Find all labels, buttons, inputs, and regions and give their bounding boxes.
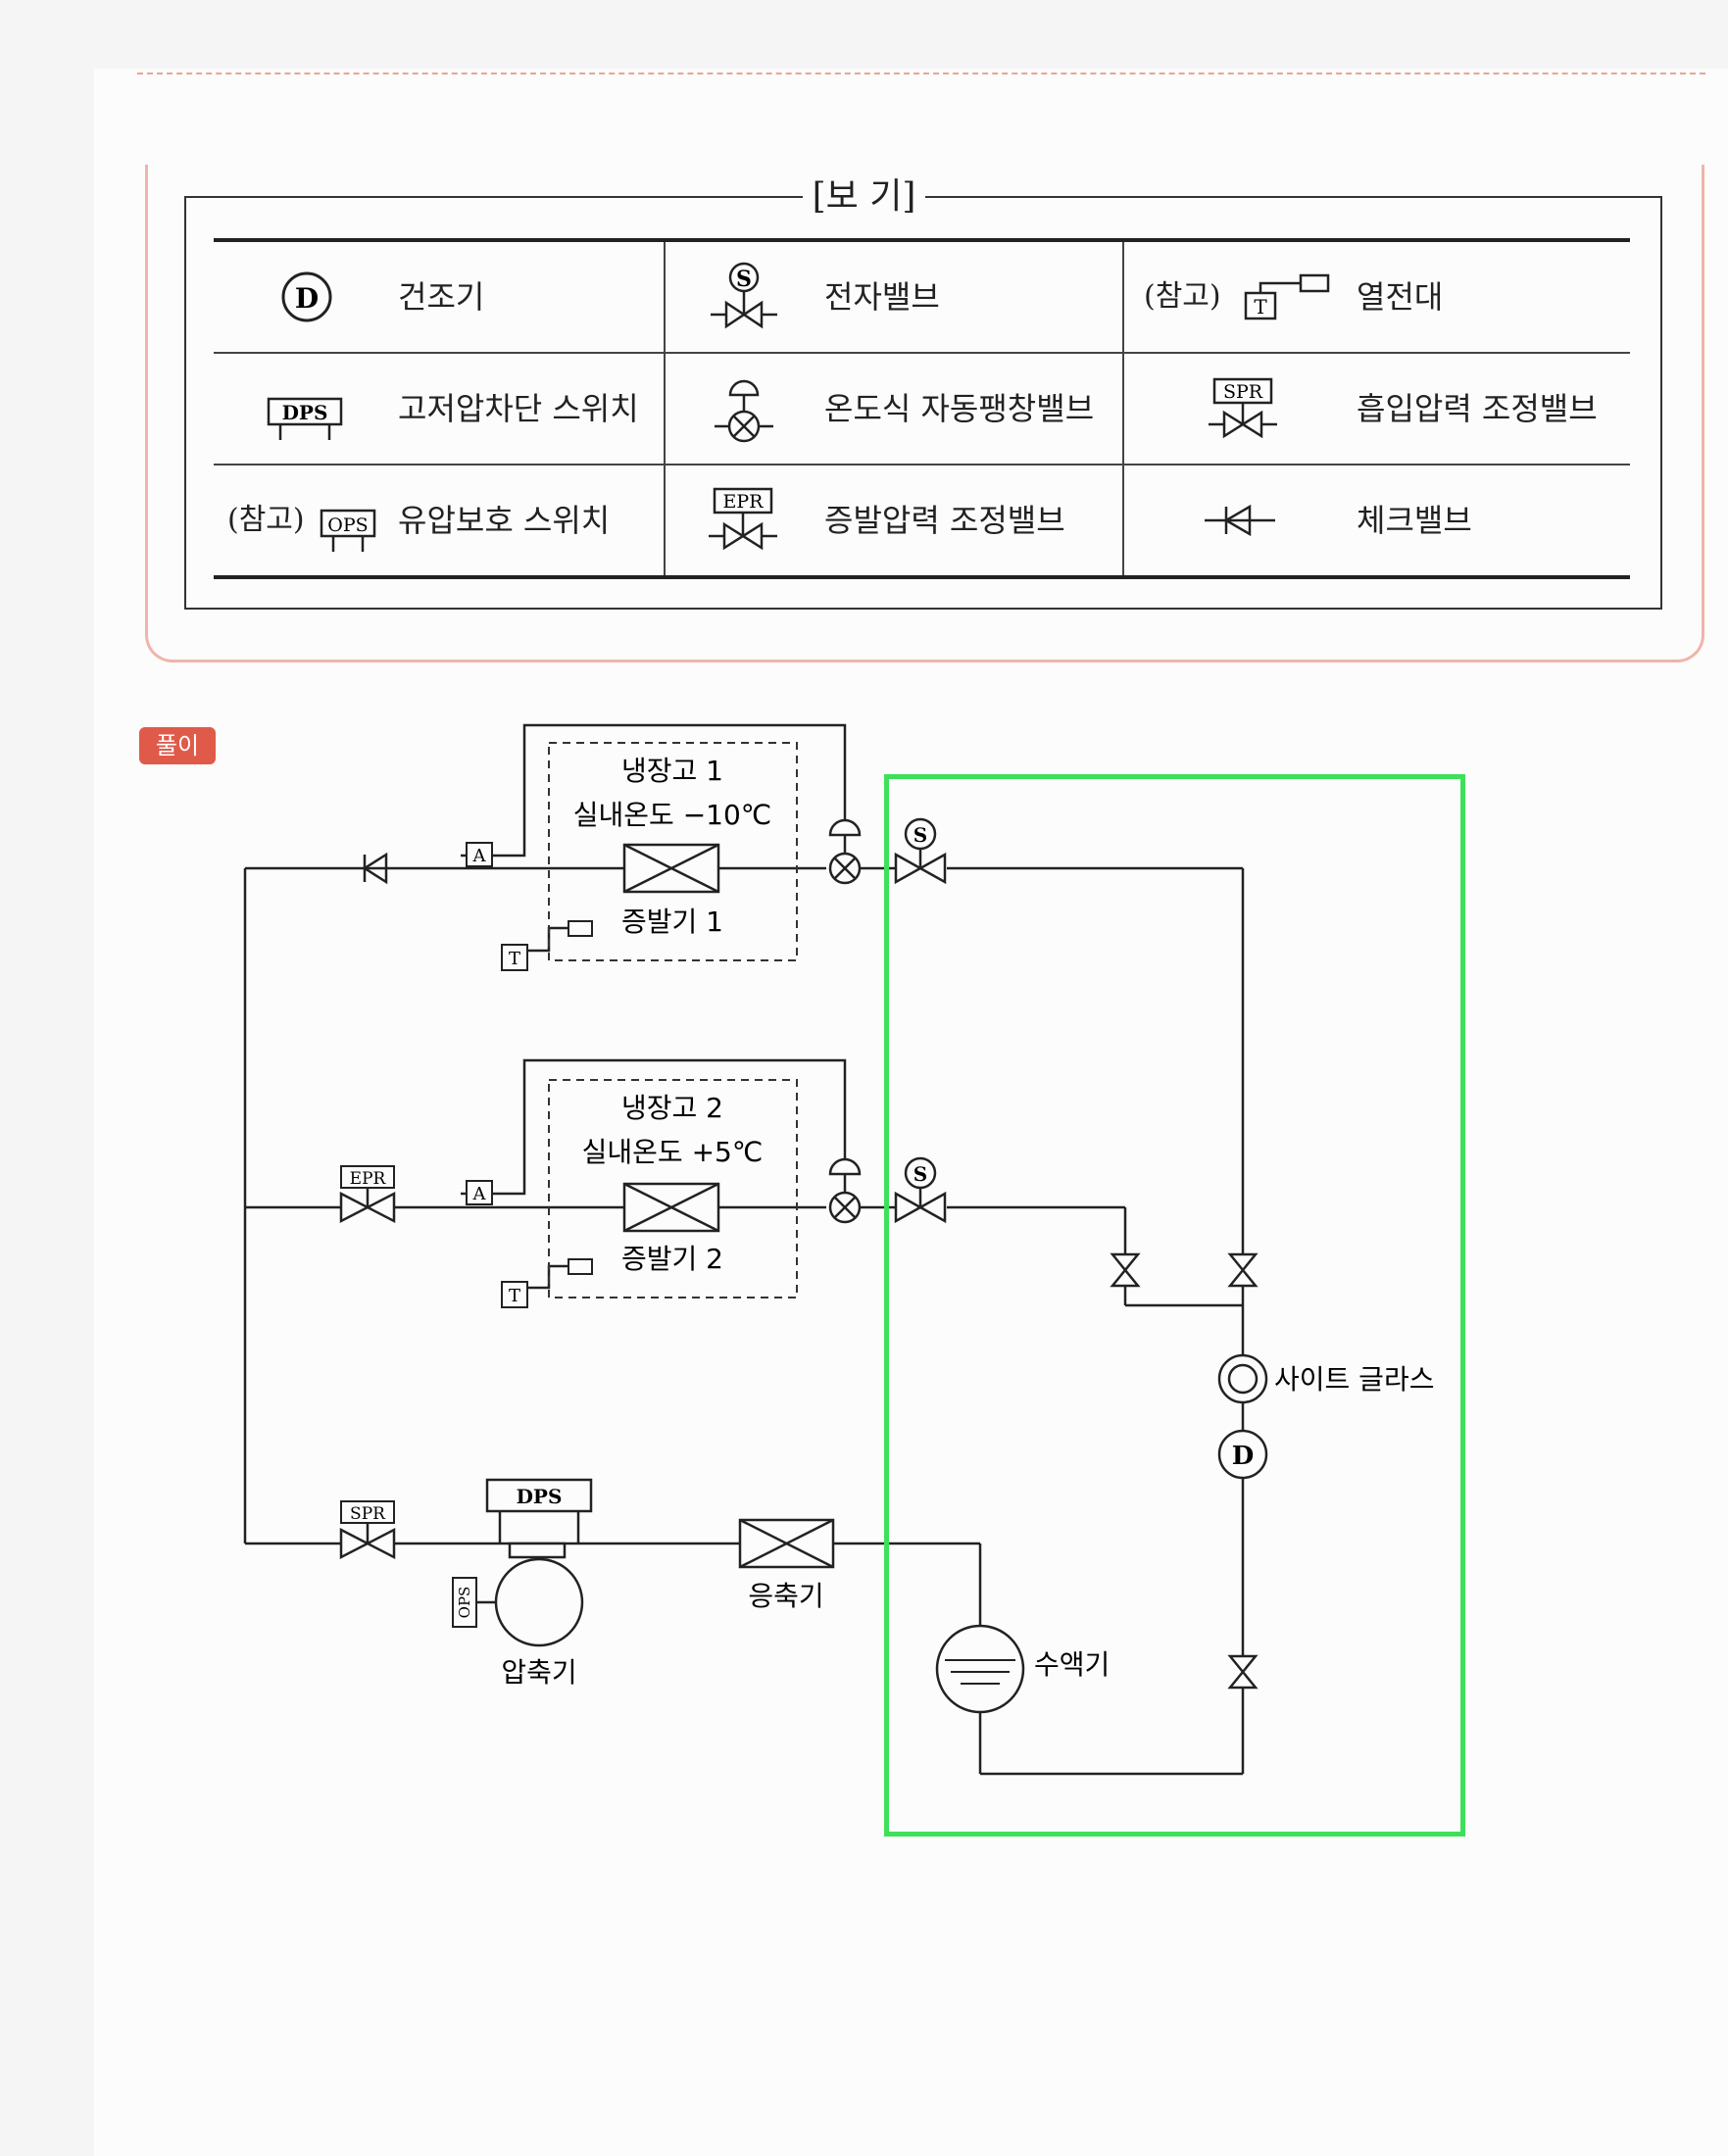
expansion-valve-icon bbox=[715, 379, 773, 443]
check-valve bbox=[362, 852, 388, 885]
evaporator-1 bbox=[622, 843, 720, 894]
legend-box bbox=[145, 165, 1704, 662]
piping-lines bbox=[243, 723, 1245, 1776]
hand-valve-icon bbox=[1110, 1252, 1141, 1288]
evaporator-1-label: 증발기 1 bbox=[621, 906, 723, 938]
legend-item-epr: EPR 증발압력 조정밸브 bbox=[666, 466, 1122, 575]
thermocouple-2: T bbox=[501, 1258, 593, 1308]
svg-text:S: S bbox=[736, 267, 752, 292]
highlight-box bbox=[884, 774, 1465, 1837]
solenoid-valve-icon: S bbox=[711, 262, 777, 329]
equalizer-tag-a1: A bbox=[466, 842, 493, 867]
fridge-2-name: 냉장고 2 bbox=[621, 1092, 723, 1124]
dryer: D bbox=[1217, 1429, 1268, 1480]
svg-text:D: D bbox=[1232, 1442, 1255, 1471]
spr-valve-icon: SPR bbox=[1209, 377, 1277, 439]
legend-ref: (참고) bbox=[1144, 279, 1221, 314]
legend-title: [보 기] bbox=[0, 174, 1728, 220]
dashed-divider bbox=[137, 73, 1705, 74]
ops-switch-icon: OPS bbox=[320, 509, 376, 552]
solenoid-valve-1: S bbox=[894, 817, 947, 885]
svg-text:OPS: OPS bbox=[456, 1587, 473, 1619]
hand-valves bbox=[1110, 1252, 1259, 1690]
svg-text:D: D bbox=[295, 282, 319, 315]
hand-valve-icon bbox=[1227, 1654, 1259, 1690]
legend-label-epr: 증발압력 조정밸브 bbox=[824, 502, 1065, 539]
dryer-icon: D bbox=[281, 271, 332, 322]
compressor-label: 압축기 bbox=[501, 1656, 576, 1689]
legend-label-dryer: 건조기 bbox=[398, 278, 485, 316]
legend-label-solenoid: 전자밸브 bbox=[824, 278, 940, 316]
svg-text:S: S bbox=[913, 823, 927, 847]
svg-text:T: T bbox=[1254, 295, 1267, 318]
solution-badge: 풀이 bbox=[139, 727, 216, 764]
fridge-1-name: 냉장고 1 bbox=[621, 755, 723, 787]
legend-label-ops: 유압보호 스위치 bbox=[398, 502, 611, 539]
svg-text:A: A bbox=[472, 1184, 487, 1204]
svg-text:EPR: EPR bbox=[350, 1169, 387, 1189]
legend-item-solenoid: S 전자밸브 bbox=[666, 242, 1122, 352]
legend-label-thermocouple: 열전대 bbox=[1357, 278, 1444, 316]
compressor: DPS OPS bbox=[452, 1478, 593, 1647]
spr-valve: SPR bbox=[339, 1500, 396, 1560]
thermocouple-1: T bbox=[501, 920, 593, 971]
svg-text:A: A bbox=[472, 846, 487, 866]
legend-item-txv: 온도식 자동팽창밸브 bbox=[666, 354, 1122, 464]
svg-text:DPS: DPS bbox=[517, 1485, 563, 1508]
svg-text:T: T bbox=[509, 1286, 520, 1306]
condenser bbox=[738, 1518, 835, 1569]
epr-valve-icon: EPR bbox=[709, 487, 777, 551]
legend-label-txv: 온도식 자동팽창밸브 bbox=[824, 390, 1095, 427]
epr-valve: EPR bbox=[339, 1165, 396, 1224]
receiver-label: 수액기 bbox=[1034, 1648, 1110, 1681]
legend-ref: (참고) bbox=[227, 503, 305, 537]
svg-text:DPS: DPS bbox=[282, 401, 328, 424]
legend-item-ops: (참고) OPS 유압보호 스위치 bbox=[214, 466, 664, 575]
sight-glass-label: 사이트 글라스 bbox=[1274, 1363, 1434, 1396]
legend-label-spr: 흡입압력 조정밸브 bbox=[1357, 390, 1598, 427]
svg-text:OPS: OPS bbox=[327, 514, 368, 536]
svg-text:EPR: EPR bbox=[723, 491, 765, 513]
solenoid-valve-2: S bbox=[894, 1156, 947, 1224]
dps-switch-icon: DPS bbox=[267, 397, 343, 440]
equalizer-tag-a2: A bbox=[466, 1180, 493, 1205]
fridge-1-temp: 실내온도 −10℃ bbox=[573, 799, 771, 831]
hand-valve-icon bbox=[1227, 1252, 1259, 1288]
sight-glass bbox=[1217, 1353, 1268, 1404]
svg-text:SPR: SPR bbox=[1223, 381, 1263, 403]
legend-item-spr: SPR 흡입압력 조정밸브 bbox=[1124, 354, 1630, 464]
svg-text:S: S bbox=[913, 1162, 927, 1186]
legend-item-thermocouple: (참고) T 열전대 bbox=[1124, 242, 1630, 352]
refrigeration-circuit-diagram: 냉장고 1 실내온도 −10℃ 증발기 1 냉장고 2 실내온도 +5℃ 증발기… bbox=[243, 723, 1434, 1776]
condenser-label: 응축기 bbox=[748, 1580, 823, 1612]
svg-text:SPR: SPR bbox=[350, 1504, 386, 1524]
thermocouple-icon: T bbox=[1244, 273, 1330, 320]
check-valve-icon bbox=[1205, 504, 1275, 537]
evaporator-2-label: 증발기 2 bbox=[621, 1243, 723, 1275]
svg-text:T: T bbox=[509, 949, 520, 969]
legend-item-check: 체크밸브 bbox=[1124, 466, 1630, 575]
fridge-1-box bbox=[548, 742, 798, 961]
fridge-2-box bbox=[548, 1079, 798, 1298]
legend-item-dps: DPS 고저압차단 스위치 bbox=[214, 354, 664, 464]
evaporator-2 bbox=[622, 1182, 720, 1233]
legend-item-dryer: D 건조기 bbox=[214, 242, 664, 352]
legend-table: D 건조기 S 전자밸브 (참고) T 열전대 bbox=[214, 238, 1630, 579]
receiver bbox=[935, 1624, 1025, 1714]
legend-label-dps: 고저압차단 스위치 bbox=[398, 390, 639, 427]
expansion-valve-1 bbox=[828, 818, 862, 885]
fridge-2-temp: 실내온도 +5℃ bbox=[582, 1136, 764, 1168]
legend-label-check: 체크밸브 bbox=[1357, 502, 1472, 539]
expansion-valve-2 bbox=[828, 1157, 862, 1224]
